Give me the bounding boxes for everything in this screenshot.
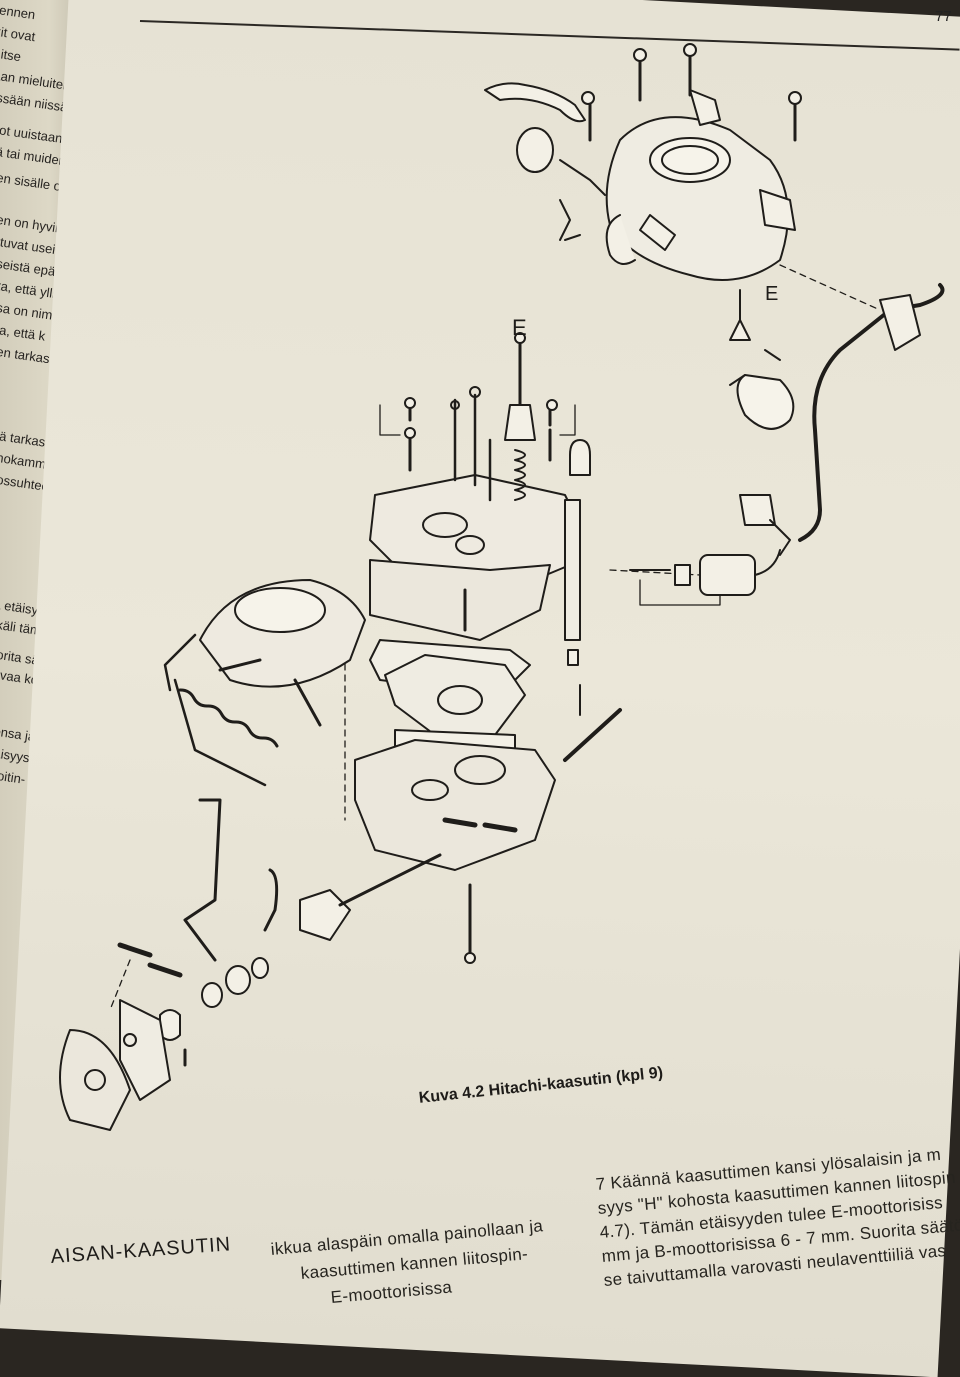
throttle-linkage-parts <box>59 798 442 1131</box>
solenoid-valve <box>629 549 781 606</box>
throttle-link-arm <box>739 283 945 556</box>
diaphragm-chamber <box>163 579 366 787</box>
gaskets <box>369 639 531 756</box>
carburettor-exploded-diagram: E E <box>59 43 945 1131</box>
throttle-body <box>354 649 622 964</box>
marker-e-top: E <box>765 283 778 305</box>
marker-e-main: E <box>512 315 527 340</box>
top-carburettor-assembly <box>484 43 802 430</box>
page-number: 77 <box>935 8 952 25</box>
main-carburettor-body <box>369 332 591 641</box>
